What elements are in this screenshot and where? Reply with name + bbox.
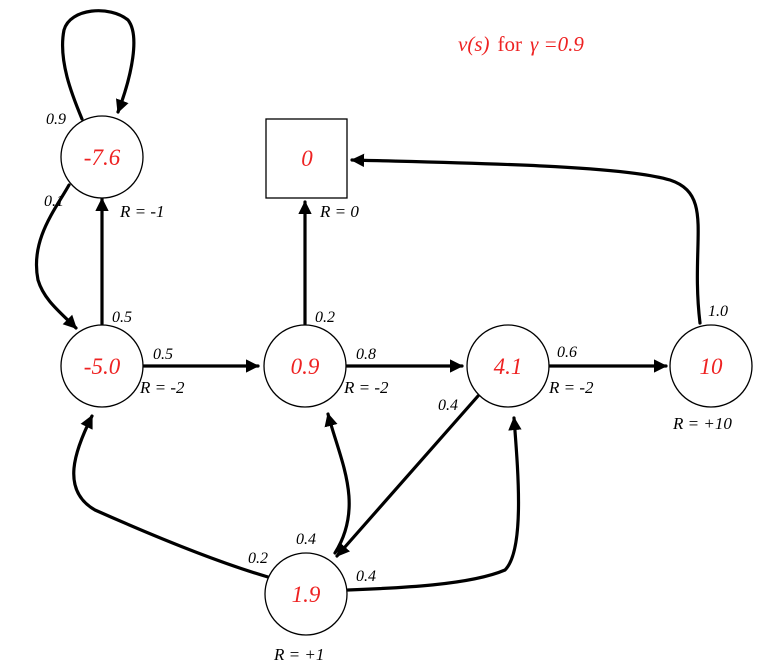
prob-n2-to-n1: 0.5 [112, 309, 132, 326]
value-n1: -7.6 [84, 145, 121, 170]
prob-n3-to-terminal: 0.2 [315, 309, 335, 326]
state-node-n3 [263, 324, 347, 408]
reward-n4: R = -2 [548, 378, 594, 397]
terminal-state-box [265, 118, 348, 199]
edge-n6-to-n3 [324, 412, 351, 555]
reward-terminal: R = 0 [319, 202, 359, 221]
edge-n5-to-terminal [350, 153, 702, 325]
prob-n6-to-n3: 0.4 [296, 531, 316, 548]
value-n4: 4.1 [494, 354, 523, 379]
diagram-title: v(s) for γ =0.9 [458, 32, 584, 56]
title-gamma: γ =0.9 [530, 32, 584, 56]
prob-n4-to-n5: 0.6 [557, 344, 577, 361]
prob-n6-to-n2: 0.2 [248, 550, 268, 567]
prob-n2-to-n3: 0.5 [153, 346, 173, 363]
prob-n5-to-terminal: 1.0 [708, 303, 728, 320]
edge-n1-self-loop [61, 9, 136, 121]
prob-n1-to-n2: 0.1 [44, 193, 64, 210]
prob-n1-self: 0.9 [46, 111, 66, 128]
value-n5: 10 [700, 354, 724, 379]
value-terminal: 0 [301, 146, 313, 171]
reward-n3: R = -2 [343, 378, 389, 397]
value-n3: 0.9 [291, 354, 320, 379]
reward-n5: R = +10 [672, 414, 732, 433]
edge-n6-to-n4 [346, 416, 522, 592]
state-node-n5 [669, 324, 753, 408]
title-v: v(s) [458, 32, 489, 56]
prob-n4-to-n6: 0.4 [438, 397, 458, 414]
title-for: for [497, 32, 522, 56]
edge-n1-to-n2 [35, 183, 78, 330]
state-node-n2 [60, 324, 144, 408]
state-node-n6 [264, 552, 348, 636]
reward-n6: R = +1 [273, 645, 324, 664]
edge-n6-to-n2 [72, 414, 270, 579]
edge-n4-to-n6 [335, 394, 480, 558]
reward-n1: R = -1 [119, 202, 165, 221]
value-n6: 1.9 [292, 582, 321, 607]
reward-n2: R = -2 [139, 378, 185, 397]
prob-n6-to-n4: 0.4 [356, 568, 376, 585]
prob-n3-to-n4: 0.8 [356, 346, 376, 363]
state-node-n4 [466, 324, 550, 408]
state-node-n1 [60, 115, 144, 199]
value-n2: -5.0 [84, 354, 121, 379]
